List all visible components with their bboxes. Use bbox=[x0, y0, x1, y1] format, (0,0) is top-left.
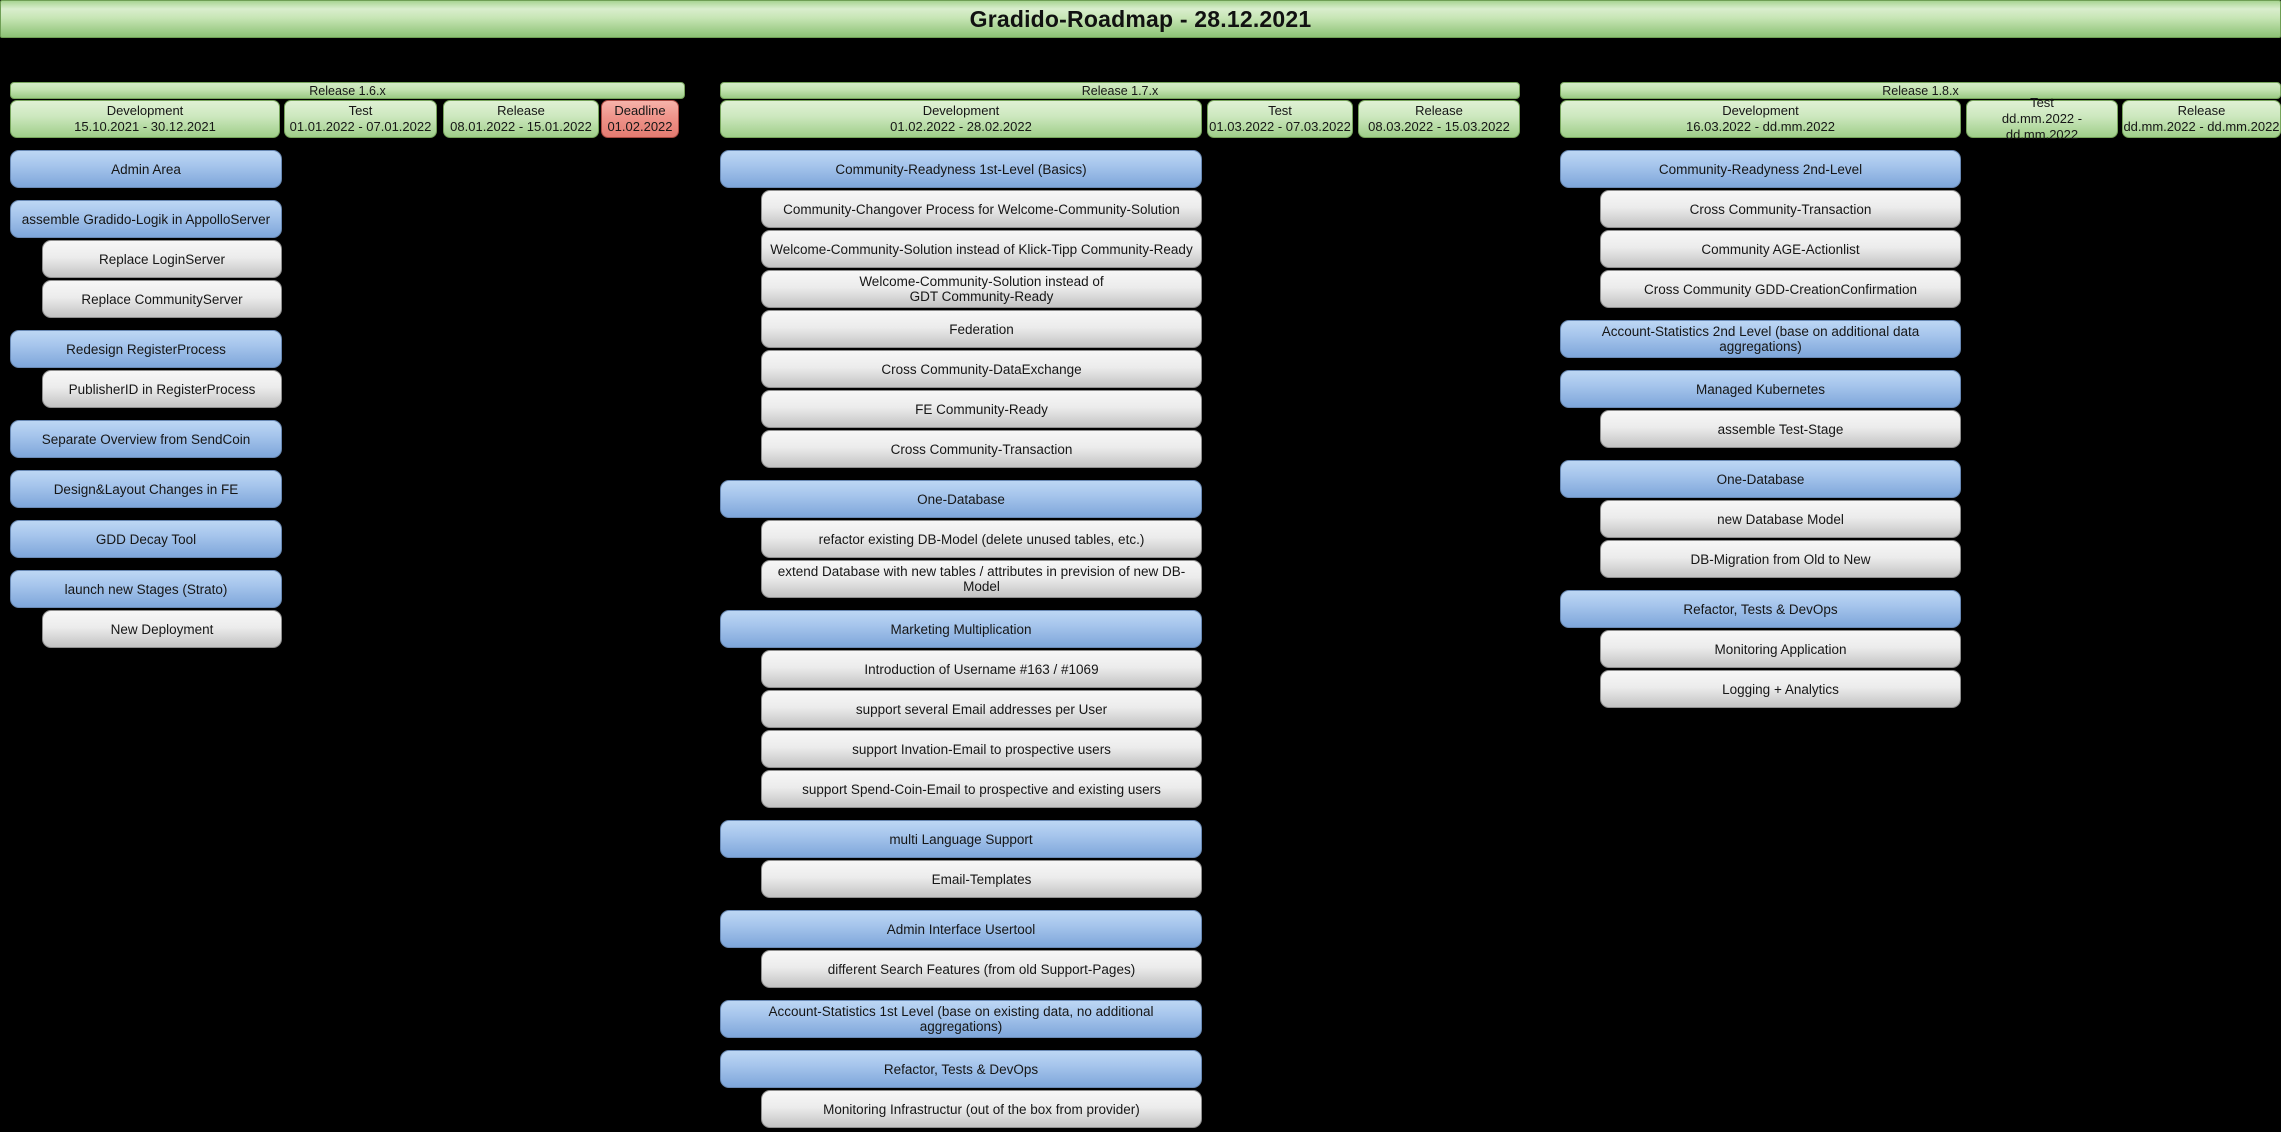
task-parent: GDD Decay Tool bbox=[10, 520, 282, 558]
phase-label: Deadline bbox=[614, 103, 666, 118]
task-child: New Deployment bbox=[42, 610, 282, 648]
task-child: Replace LoginServer bbox=[42, 240, 282, 278]
task-child: Cross Community GDD-CreationConfirmation bbox=[1600, 270, 1961, 308]
task-child: extend Database with new tables / attrib… bbox=[761, 560, 1202, 598]
task-parent: Marketing Multiplication bbox=[720, 610, 1202, 648]
release-header-bar: Release 1.8.x bbox=[1560, 82, 2281, 99]
task-parent: Managed Kubernetes bbox=[1560, 370, 1961, 408]
phase-label: Development bbox=[1722, 103, 1799, 118]
phase-dates: 01.02.2022 bbox=[607, 119, 673, 134]
phase-dates: 01.03.2022 - 07.03.2022 bbox=[1209, 119, 1351, 134]
phase-label: Test bbox=[348, 103, 373, 118]
task-parent: Refactor, Tests & DevOps bbox=[1560, 590, 1961, 628]
task-child: Monitoring Application bbox=[1600, 630, 1961, 668]
task-child: Monitoring Infrastructur (out of the box… bbox=[761, 1090, 1202, 1128]
phase-dates: 01.02.2022 - 28.02.2022 bbox=[890, 119, 1032, 134]
phase-dates: 08.03.2022 - 15.03.2022 bbox=[1368, 119, 1510, 134]
task-child: Replace CommunityServer bbox=[42, 280, 282, 318]
task-child: refactor existing DB-Model (delete unuse… bbox=[761, 520, 1202, 558]
task-parent: Account-Statistics 1st Level (base on ex… bbox=[720, 1000, 1202, 1038]
phase-dates: 08.01.2022 - 15.01.2022 bbox=[450, 119, 592, 134]
task-parent: Redesign RegisterProcess bbox=[10, 330, 282, 368]
task-child: support several Email addresses per User bbox=[761, 690, 1202, 728]
task-parent: Account-Statistics 2nd Level (base on ad… bbox=[1560, 320, 1961, 358]
task-child: Community-Changover Process for Welcome-… bbox=[761, 190, 1202, 228]
task-child: support Invation-Email to prospective us… bbox=[761, 730, 1202, 768]
task-child: different Search Features (from old Supp… bbox=[761, 950, 1202, 988]
task-child: Community AGE-Actionlist bbox=[1600, 230, 1961, 268]
page-title: Gradido-Roadmap - 28.12.2021 bbox=[969, 5, 1312, 32]
task-child: Welcome-Community-Solution instead of GD… bbox=[761, 270, 1202, 308]
task-parent: Design&Layout Changes in FE bbox=[10, 470, 282, 508]
task-parent: launch new Stages (Strato) bbox=[10, 570, 282, 608]
task-parent: Community-Readyness 1st-Level (Basics) bbox=[720, 150, 1202, 188]
release-header-bar: Release 1.6.x bbox=[10, 82, 685, 99]
task-parent: Refactor, Tests & DevOps bbox=[720, 1050, 1202, 1088]
phase-label: Test bbox=[2030, 95, 2054, 110]
task-parent: assemble Gradido-Logik in AppolloServer bbox=[10, 200, 282, 238]
phase-label: Test bbox=[1268, 103, 1292, 118]
task-child: Cross Community-Transaction bbox=[761, 430, 1202, 468]
phase-dates: dd.mm.2022 - dd.mm.2022 bbox=[2123, 119, 2280, 134]
task-child: DB-Migration from Old to New bbox=[1600, 540, 1961, 578]
task-child: Logging + Analytics bbox=[1600, 670, 1961, 708]
task-child: Cross Community-Transaction bbox=[1600, 190, 1961, 228]
phase-dates: 01.01.2022 - 07.01.2022 bbox=[289, 119, 432, 134]
task-child: support Spend-Coin-Email to prospective … bbox=[761, 770, 1202, 808]
task-parent: One-Database bbox=[720, 480, 1202, 518]
task-child: FE Community-Ready bbox=[761, 390, 1202, 428]
phase-dates: 15.10.2021 - 30.12.2021 bbox=[74, 119, 216, 134]
phase-dates: dd.mm.2022 - dd.mm.2022 bbox=[2001, 111, 2083, 142]
task-child: Email-Templates bbox=[761, 860, 1202, 898]
task-parent: Admin Interface Usertool bbox=[720, 910, 1202, 948]
task-parent: Community-Readyness 2nd-Level bbox=[1560, 150, 1961, 188]
task-child: Cross Community-DataExchange bbox=[761, 350, 1202, 388]
phase-dates: 16.03.2022 - dd.mm.2022 bbox=[1686, 119, 1835, 134]
task-child: Federation bbox=[761, 310, 1202, 348]
phase-label: Release bbox=[2177, 103, 2226, 118]
phase-label: Development bbox=[106, 103, 184, 118]
release-header-bar: Release 1.7.x bbox=[720, 82, 1520, 99]
phase-label: Development bbox=[922, 103, 1000, 118]
task-parent: multi Language Support bbox=[720, 820, 1202, 858]
task-child: new Database Model bbox=[1600, 500, 1961, 538]
task-parent: Admin Area bbox=[10, 150, 282, 188]
task-child: PublisherID in RegisterProcess bbox=[42, 370, 282, 408]
task-child: Introduction of Username #163 / #1069 bbox=[761, 650, 1202, 688]
title-bar: Gradido-Roadmap - 28.12.2021 bbox=[0, 0, 2281, 38]
task-parent: Separate Overview from SendCoin bbox=[10, 420, 282, 458]
task-child: assemble Test-Stage bbox=[1600, 410, 1961, 448]
task-child: Welcome-Community-Solution instead of Kl… bbox=[761, 230, 1202, 268]
phase-label: Release bbox=[1415, 103, 1463, 118]
task-parent: One-Database bbox=[1560, 460, 1961, 498]
phase-label: Release bbox=[497, 103, 545, 118]
